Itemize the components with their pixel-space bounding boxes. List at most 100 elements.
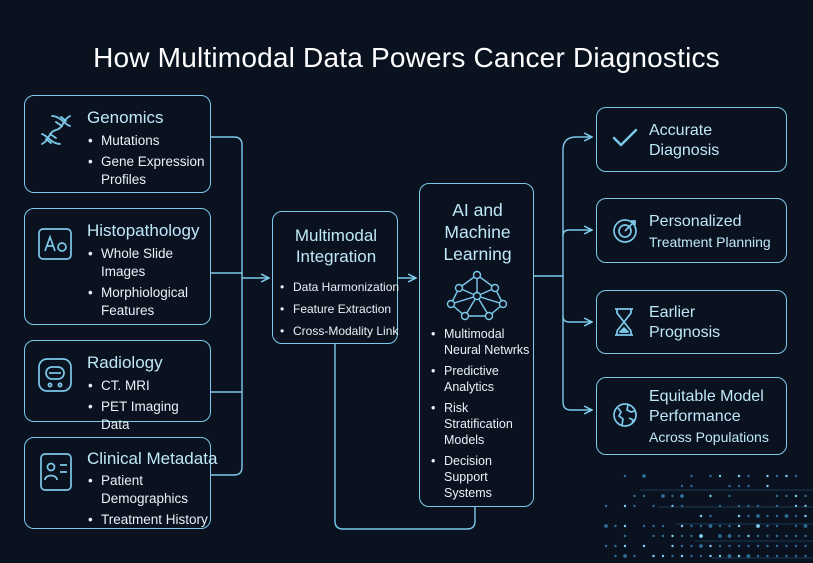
grid-dot — [614, 544, 617, 548]
grid-dot — [746, 554, 751, 558]
integration-title: Multimodal Integration — [294, 226, 378, 266]
outcome-earlier-prognosis: Earlier Prognosis — [596, 290, 787, 354]
clinical-metadata-box: Clinical Metadata Patient Demographics T… — [24, 437, 217, 529]
source-title: Histopathology — [87, 221, 200, 240]
grid-dot — [718, 524, 722, 528]
grid-dot — [699, 534, 703, 538]
grid-dot — [718, 544, 722, 548]
grid-dot — [699, 554, 703, 558]
grid-dot — [690, 474, 693, 478]
grid-dot — [794, 524, 798, 528]
grid-dot — [737, 514, 741, 518]
source-title: Radiology — [87, 353, 163, 372]
list-item: PET Imaging Data — [87, 398, 209, 434]
grid-dot — [728, 484, 731, 488]
grid-dot — [737, 554, 741, 558]
grid-dot — [614, 524, 617, 528]
outcome-personalized-treatment: Personalized Treatment Planning — [596, 198, 787, 263]
grid-dot — [652, 534, 655, 538]
grid-dot — [785, 554, 788, 558]
grid-dot — [623, 524, 627, 528]
grid-dot — [623, 544, 627, 548]
ai-title: AI and Machine Learning — [443, 200, 512, 264]
grid-dot — [642, 524, 646, 528]
grid-dot — [718, 554, 722, 558]
list-item: Data Harmonization — [279, 278, 401, 296]
grid-dot — [642, 474, 646, 478]
grid-dot — [727, 534, 732, 538]
grid-dot — [756, 544, 760, 548]
source-items: CT. MRI PET Imaging Data — [87, 377, 209, 434]
outcome-accurate-diagnosis: Accurate Diagnosis — [596, 107, 787, 172]
grid-dot — [775, 534, 779, 538]
ai-items: Multimodal Neural Netwrks Predictive Ana… — [430, 326, 530, 501]
grid-dot — [671, 494, 674, 498]
grid-dot — [747, 514, 750, 518]
grid-dot — [699, 544, 703, 548]
grid-dot — [756, 524, 760, 528]
source-items: Mutations Gene Expression Profiles — [87, 132, 209, 189]
grid-dot — [747, 484, 750, 488]
scanner-icon — [38, 358, 72, 392]
grid-dot — [775, 514, 779, 518]
grid-dot — [652, 504, 655, 508]
grid-dot — [623, 504, 627, 508]
grid-dot — [766, 544, 769, 548]
grid-dot — [690, 534, 693, 538]
grid-dot — [775, 544, 779, 548]
grid-dot — [785, 544, 788, 548]
grid-dot — [728, 544, 731, 548]
integration-items: Data Harmonization Feature Extraction Cr… — [279, 278, 401, 340]
grid-dot — [804, 514, 807, 518]
grid-dot — [756, 554, 760, 558]
list-item: Treatment History — [87, 511, 209, 529]
source-title: Genomics — [87, 108, 164, 127]
grid-dot — [661, 554, 665, 558]
source-items: Patient Demographics Treatment History — [87, 472, 209, 529]
grid-dot — [642, 544, 646, 548]
outcome-equitable-performance: Equitable Model Performance Across Popul… — [596, 377, 787, 455]
grid-dot — [718, 534, 722, 538]
grid-dot — [690, 544, 693, 548]
histopathology-box: Histopathology Whole Slide Images Morphi… — [24, 208, 211, 325]
grid-dot — [652, 524, 655, 528]
grid-dot — [661, 494, 665, 498]
grid-dot — [766, 524, 769, 528]
grid-dot — [794, 544, 798, 548]
outcome-label: Equitable Model Performance Across Popul… — [649, 388, 769, 445]
list-item: Risk Stratification Models — [430, 400, 530, 448]
outcome-label: Personalized Treatment Planning — [649, 213, 771, 250]
grid-dot — [804, 544, 807, 548]
list-item: CT. MRI — [87, 377, 209, 395]
grid-dot — [709, 514, 712, 518]
grid-dot — [785, 494, 788, 498]
grid-dot — [709, 544, 712, 548]
grid-dot — [775, 494, 779, 498]
list-item: Patient Demographics — [87, 472, 209, 508]
grid-dot — [709, 494, 712, 498]
grid-dot — [661, 534, 665, 538]
grid-dot — [671, 544, 674, 548]
list-item: Predictive Analytics — [430, 363, 530, 395]
grid-dot — [728, 494, 731, 498]
grid-dot — [728, 524, 731, 528]
grid-dot — [737, 534, 741, 538]
grid-dot — [680, 544, 684, 548]
grid-dot — [708, 524, 713, 528]
grid-dot — [784, 514, 789, 518]
grid-dot — [623, 474, 627, 478]
grid-dot — [709, 474, 712, 478]
grid-dot — [690, 524, 693, 528]
grid-dot — [642, 494, 646, 498]
list-item: Gene Expression Profiles — [87, 153, 209, 189]
source-title: Clinical Metadata — [87, 449, 218, 468]
grid-dot — [699, 514, 703, 518]
list-item: Feature Extraction — [279, 300, 401, 318]
list-item: Multimodal Neural Netwrks — [430, 326, 530, 358]
grid-dot — [633, 494, 636, 498]
genomics-box: Genomics Mutations Gene Expression Profi… — [24, 95, 211, 193]
grid-dot — [652, 554, 655, 558]
grid-dot — [699, 524, 703, 528]
list-item: Whole Slide Images — [87, 245, 209, 281]
grid-dot — [756, 534, 760, 538]
